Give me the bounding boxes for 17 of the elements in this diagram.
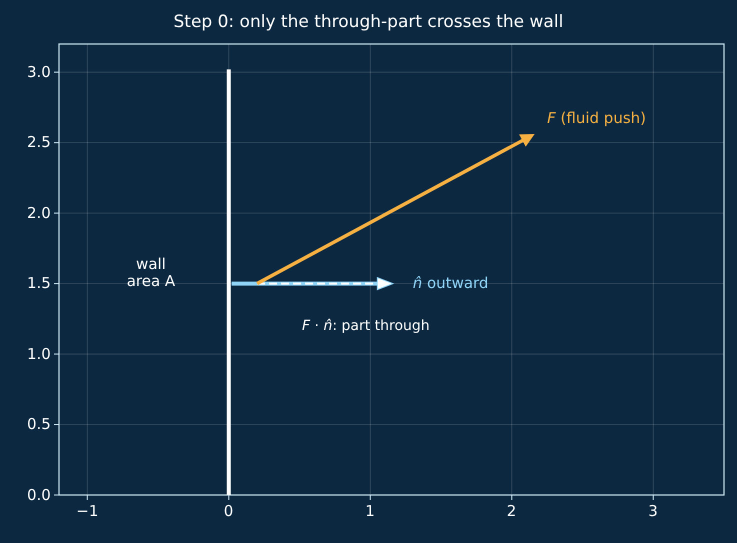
tick-label: 0.5 (27, 416, 51, 434)
vector-label: n̂ outward (412, 275, 488, 292)
tick-label: 1.5 (27, 275, 51, 292)
axis-annotation: wall area A (126, 256, 176, 291)
tick-label: 2.0 (27, 204, 51, 222)
tick-label: 2.5 (27, 134, 51, 152)
vector-label: F (fluid push) (547, 110, 646, 128)
chart-title: Step 0: only the through-part crosses the wall (174, 13, 564, 33)
tick-label: 1 (365, 503, 375, 520)
tick-label: 1.0 (27, 346, 51, 363)
tick-label: 3.0 (27, 64, 51, 81)
tick-label: 0 (224, 503, 234, 520)
projection-label: F · n̂: part through (302, 318, 430, 334)
tick-label: 3 (648, 503, 658, 520)
tick-label: 0.0 (27, 486, 51, 504)
tick-label: −1 (76, 503, 98, 520)
tick-label: 2 (506, 503, 516, 520)
